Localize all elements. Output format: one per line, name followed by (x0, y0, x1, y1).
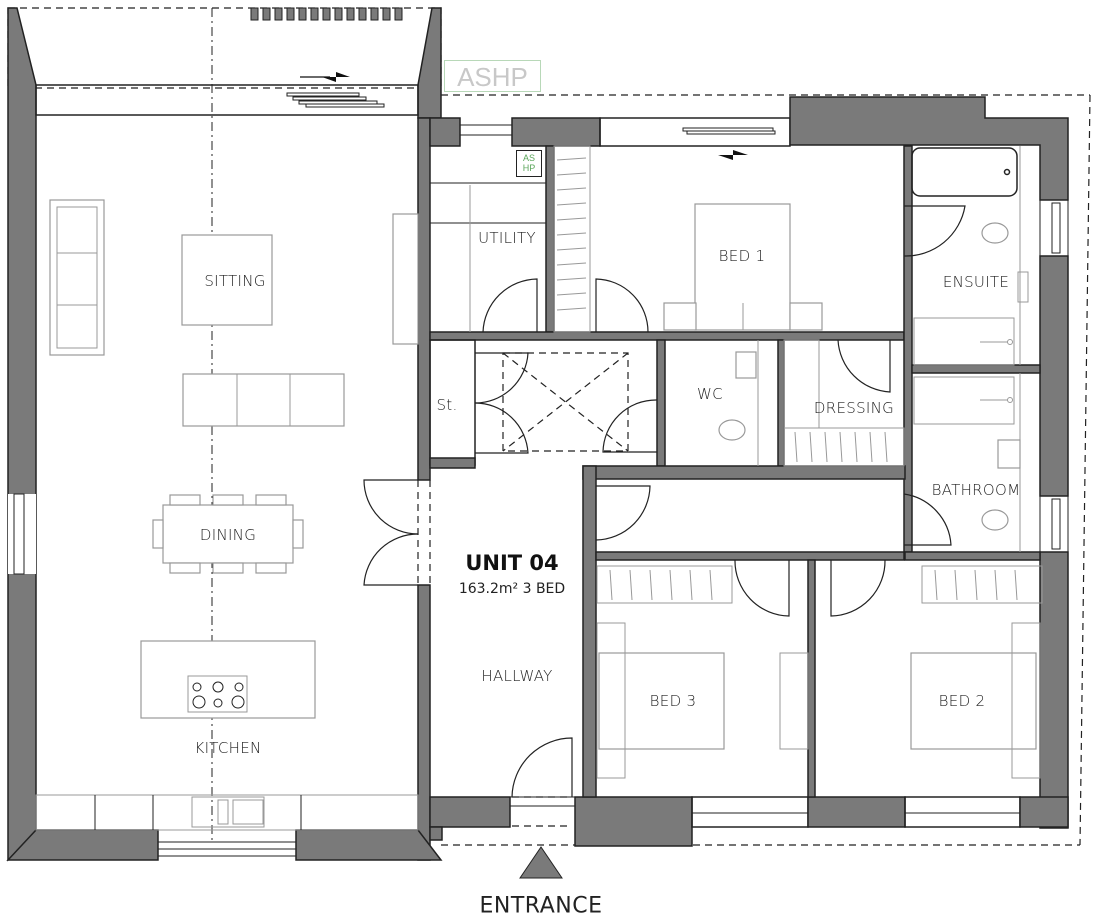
paving-blocks (250, 7, 403, 21)
room-label-wc: WC (697, 385, 723, 403)
entrance-arrow-icon (519, 846, 563, 879)
double-door-living (363, 479, 431, 586)
wall-corridor-south-a (582, 465, 906, 480)
window-bed2 (904, 796, 1021, 828)
room-label-hallway: HALLWAY (481, 667, 553, 685)
slide-arrow-icon (322, 72, 350, 82)
wall-south-east (1019, 796, 1069, 828)
window-utility (459, 124, 514, 136)
door-bed1 (595, 278, 649, 333)
bathroom-fittings (913, 373, 1021, 552)
door-corridor (595, 485, 651, 541)
wall-wc-east (777, 339, 785, 467)
wall-west (7, 7, 37, 862)
door-bed3 (734, 559, 790, 617)
landing-void (502, 352, 629, 452)
sliding-glazing (35, 84, 419, 116)
unit-title: UNIT 04 (465, 551, 559, 575)
wall-living-east-lower (417, 584, 431, 861)
wall-east-b (1039, 551, 1069, 829)
door-store-a (474, 352, 529, 404)
door-entrance (511, 737, 573, 798)
door-utility (482, 278, 538, 333)
door-store-b (474, 402, 529, 454)
room-label-bathroom: BATHROOM (931, 481, 1021, 499)
room-label-store: St. (436, 396, 458, 414)
window-ensuite (1051, 202, 1061, 254)
slide-arrow-icon-bed1 (718, 150, 748, 160)
window-bed3 (691, 796, 809, 828)
room-label-ensuite: ENSUITE (942, 273, 1010, 291)
wall-hall-east (582, 465, 597, 798)
wall-bedrooms-north (595, 551, 905, 561)
sofa-center (182, 373, 345, 427)
wall-north-a (429, 117, 461, 147)
utility-worktop (429, 182, 547, 224)
wall-east-a (1039, 255, 1069, 497)
door-dressing (837, 339, 891, 393)
ensuite-fittings (911, 146, 1029, 366)
wc-fittings (718, 340, 759, 466)
kitchen-island (140, 640, 316, 719)
room-label-kitchen: KITCHEN (194, 739, 262, 757)
entrance-label: ENTRANCE (479, 893, 603, 919)
dressing-wardrobe (783, 339, 905, 467)
window-west (13, 493, 25, 575)
wall-ensuite-bath (911, 364, 1041, 374)
ashp-internal-unit: AS HP (516, 150, 542, 177)
ashp-external-unit: ASHP (444, 60, 541, 92)
wall-utility-east (545, 145, 555, 333)
room-label-utility: UTILITY (478, 229, 536, 247)
room-label-dining: DINING (199, 526, 257, 544)
unit-area: 163.2m² 3 BED (458, 581, 566, 597)
wall-living-east (417, 117, 431, 481)
door-wc (602, 399, 658, 453)
tv-unit (392, 213, 419, 345)
wardrobe-bed1 (553, 145, 591, 333)
room-label-bed1: BED 1 (718, 247, 766, 265)
window-bathroom (1051, 498, 1061, 550)
room-label-bed2: BED 2 (938, 692, 986, 710)
wall-south-hall-a (429, 796, 511, 828)
coffee-table (181, 234, 273, 326)
kitchen-counter (35, 794, 419, 831)
wall-living-northeast (417, 7, 442, 119)
sliding-door-bed1 (599, 117, 791, 147)
bed-2 (910, 565, 1043, 779)
wall-ensuite-west (903, 145, 913, 553)
wall-corridor-north (429, 331, 905, 341)
dining-table (152, 494, 304, 574)
door-ensuite (903, 205, 966, 257)
sofa-west (49, 199, 105, 356)
room-label-dressing: DRESSING (813, 399, 895, 417)
bed-3 (596, 565, 809, 779)
wall-wc-west (656, 339, 666, 467)
wall-south-hall-b (574, 796, 693, 847)
wall-north-b (511, 117, 601, 147)
wall-south-mid (807, 796, 906, 828)
room-label-sitting: SITTING (204, 272, 266, 290)
door-bathroom (903, 493, 952, 546)
ashp-internal-line1: AS (522, 153, 535, 163)
wall-south-kitchen (295, 829, 443, 861)
wall-bed-divider (807, 559, 816, 798)
ashp-internal-line2: HP (522, 163, 536, 173)
door-bed2 (830, 559, 886, 617)
room-label-bed3: BED 3 (649, 692, 697, 710)
bed-1 (663, 203, 823, 331)
